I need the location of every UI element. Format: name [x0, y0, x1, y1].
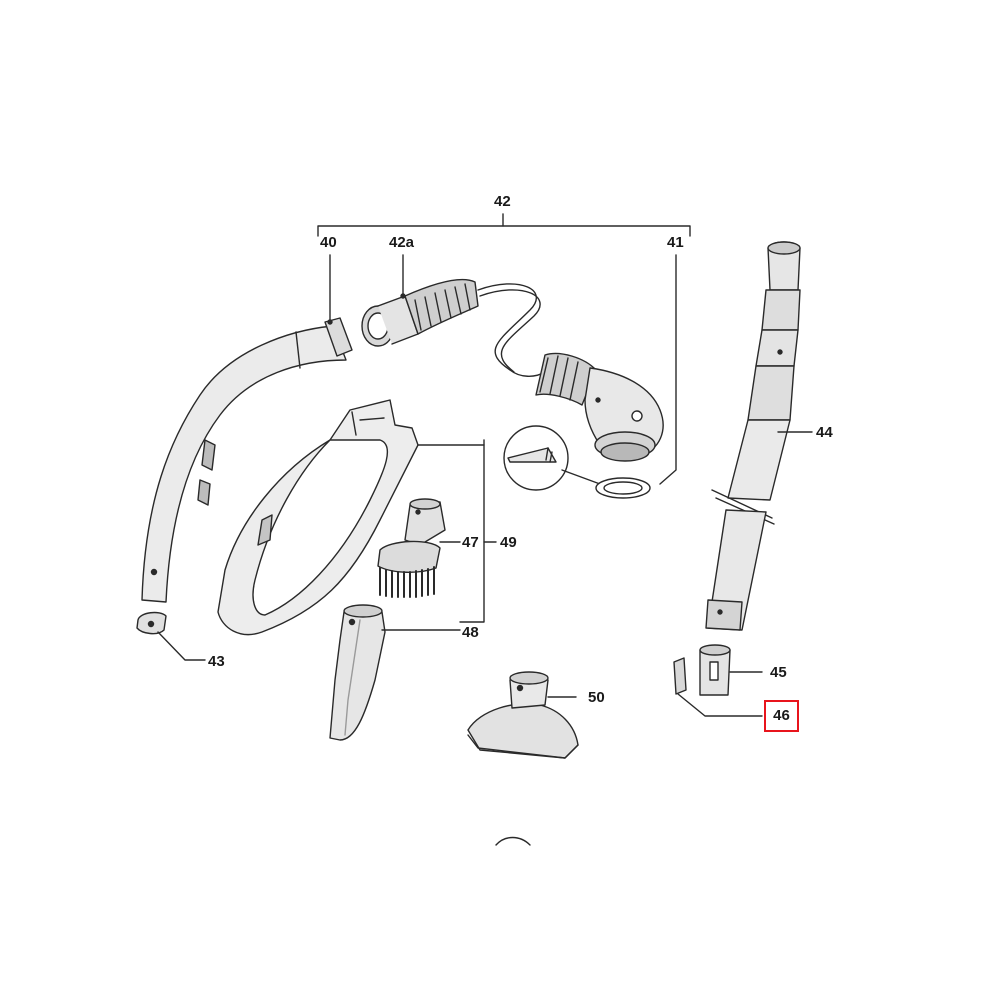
part-label-41: 41	[667, 234, 684, 251]
part-label-50: 50	[588, 689, 605, 706]
part-label-47: 47	[462, 534, 479, 551]
clip-46	[673, 657, 763, 717]
crevice-tool-48	[329, 604, 461, 741]
part-label-48: 48	[462, 624, 479, 641]
seal-detail-inset	[503, 425, 651, 499]
part-label-42: 42	[494, 193, 511, 210]
page-mark	[495, 836, 531, 846]
hose-assembly-42	[361, 254, 546, 377]
part-label-46: 46	[773, 707, 790, 724]
telescopic-tube-44	[705, 241, 813, 631]
sleeve-45	[699, 644, 763, 696]
handle-pipe-40	[141, 254, 353, 603]
upholstery-tool-50	[467, 671, 579, 759]
part-label-44: 44	[816, 424, 833, 441]
swivel-elbow-41	[535, 254, 677, 485]
bracket-42	[317, 213, 691, 237]
highlight-box-part-46: 46	[764, 700, 799, 732]
clip-43	[136, 611, 206, 661]
part-label-45: 45	[770, 664, 787, 681]
accessory-tray-49	[217, 399, 497, 636]
part-label-49: 49	[500, 534, 517, 551]
part-label-40: 40	[320, 234, 337, 251]
dusting-brush-47	[377, 498, 461, 598]
part-label-42a: 42a	[389, 234, 415, 251]
part-label-43: 43	[208, 653, 225, 670]
